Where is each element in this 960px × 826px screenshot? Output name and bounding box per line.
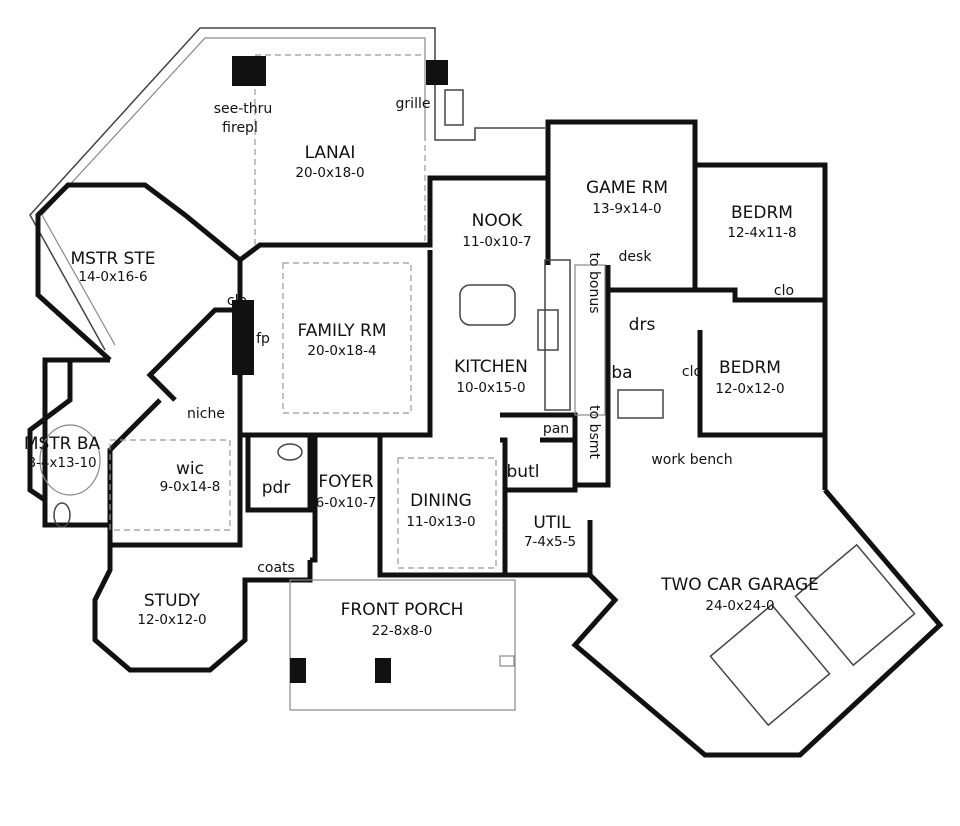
wic-label: wic — [176, 459, 204, 479]
mstr-ste-label: MSTR STE — [71, 249, 156, 269]
butl-note: butl — [507, 462, 540, 482]
front-porch-label: FRONT PORCH — [341, 600, 464, 620]
foyer-label: FOYER — [318, 472, 373, 492]
ba-note: ba — [611, 363, 632, 383]
pan-note: pan — [543, 421, 569, 437]
fp-note: fp — [256, 331, 270, 347]
foyer-size: 6-0x10-7 — [316, 495, 377, 511]
family-rm-label: FAMILY RM — [297, 321, 386, 341]
firepl-note: firepl — [222, 120, 258, 136]
work-bench-note: work bench — [651, 452, 732, 468]
fireplace-icon — [232, 56, 266, 86]
mstr-ba-size: 8-4x13-10 — [27, 455, 96, 471]
dining-label: DINING — [410, 491, 472, 511]
to-bsmt-note: to bsmt — [586, 405, 602, 459]
mstr-ba-label: MSTR BA — [24, 434, 101, 454]
grille-icon — [426, 60, 448, 85]
fixtures — [39, 56, 916, 727]
wic-size: 9-0x14-8 — [160, 479, 221, 495]
grille-note: grille — [396, 96, 431, 112]
pdr-note: pdr — [262, 478, 291, 498]
mstr-ste-size: 14-0x16-6 — [78, 269, 147, 285]
garage-label: TWO CAR GARAGE — [660, 575, 819, 595]
clo-bedrm2-note: clo — [682, 364, 702, 380]
lanai-outline — [29, 27, 545, 351]
kitchen-label: KITCHEN — [454, 357, 528, 377]
family-rm-size: 20-0x18-4 — [307, 343, 376, 359]
study-size: 12-0x12-0 — [137, 612, 206, 628]
game-rm-size: 13-9x14-0 — [592, 201, 661, 217]
nook-size: 11-0x10-7 — [462, 234, 531, 250]
exterior-walls — [27, 119, 944, 758]
util-size: 7-4x5-5 — [524, 534, 576, 550]
desk-note: desk — [619, 249, 653, 265]
lanai-size: 20-0x18-0 — [295, 165, 364, 181]
drs-note: drs — [629, 315, 656, 335]
clo-bedrm-note: clo — [774, 283, 794, 299]
annotation-labels: see-thru firepl grille clo fp to bonus d… — [187, 96, 794, 576]
to-bonus-note: to bonus — [586, 253, 602, 314]
front-porch-size: 22-8x8-0 — [372, 623, 433, 639]
game-rm-label: GAME RM — [586, 178, 668, 198]
niche-note: niche — [187, 406, 225, 422]
util-label: UTIL — [533, 513, 571, 533]
clo-note: clo — [227, 293, 247, 309]
bedrm1-label: BEDRM — [731, 203, 793, 223]
study-label: STUDY — [144, 591, 201, 611]
bedrm2-size: 12-0x12-0 — [715, 381, 784, 397]
bedrm1-size: 12-4x11-8 — [727, 225, 796, 241]
kitchen-size: 10-0x15-0 — [456, 380, 525, 396]
lanai-label: LANAI — [305, 143, 356, 163]
garage-size: 24-0x24-0 — [705, 598, 774, 614]
bedrm2-label: BEDRM — [719, 358, 781, 378]
see-thru-note: see-thru — [214, 101, 273, 117]
dining-size: 11-0x13-0 — [406, 514, 475, 530]
room-labels: LANAI 20-0x18-0 NOOK 11-0x10-7 GAME RM 1… — [24, 143, 819, 639]
nook-label: NOOK — [472, 211, 523, 231]
coats-note: coats — [257, 560, 295, 576]
